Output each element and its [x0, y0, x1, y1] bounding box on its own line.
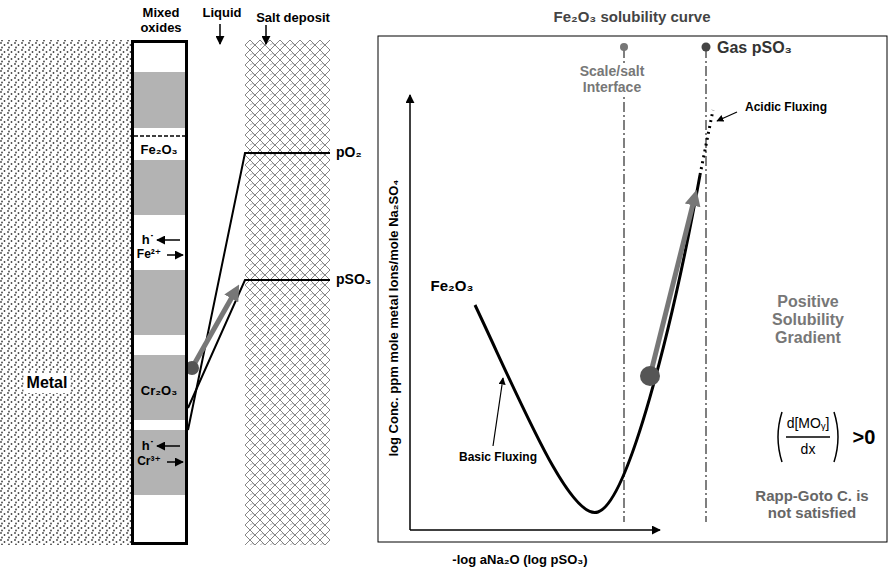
axis-label: -log aNa₂O (log pSO₃)	[452, 553, 587, 568]
fraction-bar	[786, 436, 830, 437]
region-heading: Salt deposit	[253, 11, 333, 26]
line-label: Gas pSO₃	[717, 39, 792, 57]
column-heading: Mixed oxides	[133, 6, 189, 35]
chart-frame	[378, 36, 887, 542]
oxide-layer	[134, 72, 185, 128]
carrier-label: h˙	[142, 439, 154, 454]
salt-region: Salt deposit	[245, 40, 330, 545]
annotation: Basic Fluxing	[459, 451, 537, 464]
pressure-label: pSO₃	[336, 272, 371, 288]
po2-profile	[188, 153, 330, 430]
oxide-layer	[134, 430, 185, 495]
metal-region: Metal	[0, 40, 131, 545]
annotation: Acidic Fluxing	[745, 101, 827, 114]
flux-arrow	[167, 254, 183, 256]
ion-label: Cr³⁺	[137, 455, 161, 468]
salt-texture	[245, 40, 330, 545]
formula-sign: >0	[853, 426, 876, 448]
carrier-label: h˙	[142, 233, 154, 248]
pointer-arrow	[265, 25, 267, 44]
scale-salt-interface-line	[623, 48, 625, 522]
formula-denominator: dx	[801, 442, 816, 458]
pointer-arrow	[219, 24, 221, 44]
layer-label: Liquid	[203, 6, 242, 21]
gas-line	[705, 48, 707, 522]
oxide-label: Cr₂O₃	[141, 384, 177, 399]
oxide-layer	[134, 270, 185, 335]
paren	[834, 412, 838, 462]
flux-arrow	[157, 445, 180, 447]
leader-arrow	[493, 378, 503, 446]
oxide-layer	[134, 355, 185, 420]
region-label: Metal	[24, 373, 71, 393]
oxide-column: Mixed oxidesCr₂O₃	[131, 40, 188, 545]
scale-point	[640, 366, 660, 386]
gradient-arrow	[192, 290, 236, 368]
oxide-layer	[134, 160, 185, 215]
metal-texture	[0, 40, 131, 545]
gradient-arrow	[650, 196, 695, 376]
chart-title: Fe₂O₃ solubility curve	[554, 9, 711, 26]
annotation: Positive Solubility Gradient	[752, 293, 864, 347]
formula-numerator: d[MOᵧ]	[787, 416, 830, 432]
acidic-extension	[700, 110, 713, 175]
y-axis	[409, 95, 411, 530]
curve-label: Fe₂O₃	[431, 278, 474, 295]
pressure-label: pO₂	[336, 145, 362, 161]
flux-arrow	[157, 239, 180, 241]
flux-arrow	[167, 461, 183, 463]
oxide-layer-box: Cr₂O₃	[134, 355, 185, 420]
pso3-profile	[188, 280, 330, 408]
line-dot	[702, 43, 711, 52]
oxide-layers	[134, 72, 185, 495]
interface-line	[134, 135, 185, 137]
oxide-label: Fe₂O₃	[140, 143, 177, 158]
leader-arrow	[717, 112, 737, 121]
line-dot	[620, 43, 628, 51]
line-label: Scale/salt Interface	[561, 63, 663, 96]
annotation: Rapp-Goto C. is not satisfied	[742, 488, 882, 522]
axis-label: log Conc. ppm mole metal Ions/mole Na₂SO…	[387, 179, 402, 456]
x-axis	[410, 529, 660, 531]
ion-label: Fe²⁺	[137, 248, 161, 261]
paren	[778, 412, 782, 462]
